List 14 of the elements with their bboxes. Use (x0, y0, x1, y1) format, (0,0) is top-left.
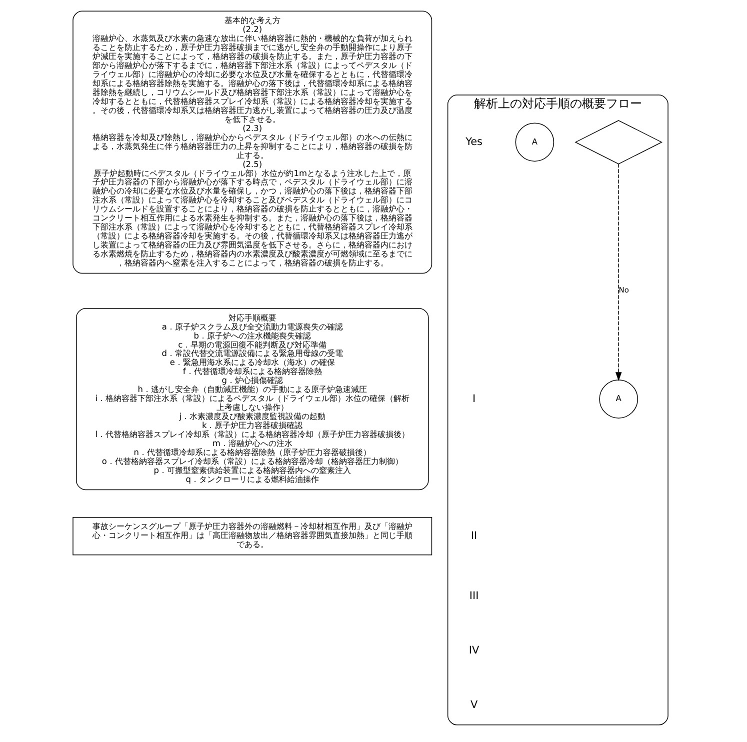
node-circle: A (515, 122, 554, 162)
label: III (469, 590, 479, 602)
label: II (470, 530, 478, 542)
edge-label: No (618, 286, 629, 295)
label: Yes (466, 136, 482, 148)
label: V (470, 699, 478, 712)
node-circle: A (599, 380, 638, 418)
node-box: 対応手順概要 a．原子炉スクラム及び全交流動力電源喪失の確認 b．原子炉への注水機能喪失確認 c．早期の電源回復不能判断及び対応準備 d．常設代替交流電源設備による緊急用母線の受電 e．緊急用海水系による冷却水（海水）の確保 f．代替循環冷却系による格納容器除熱 g．炉心損傷確認 h．逃がし安全弁（自動減圧機能）の手動による原子炉急速減圧 i．格納容器下部注水系（常設）によるペデスタル（ドライウェル部）水位の確保（解析上考慮しない操作） j．水素濃度及び酸素濃度監視設備の起動 k．原子炉圧力容器破損確認 l．代替格納容器スプレイ冷却系（常設）による格納容器冷却（原子炉圧力容器破損後） m．溶融炉心への注水 n．代替循環冷却系による格納容器除熱（原子炉圧力容器破損後） o．代替格納容器スプレイ冷却系（常設）による格納容器冷却（格納容器圧力制御） p．可搬型窒素供給装置による格納容器内への窒素注入 q．タンクローリによる燃料給油操作 (76, 308, 429, 490)
arrow (615, 164, 622, 382)
label: IV (468, 644, 480, 656)
label: I (472, 392, 476, 405)
node-diamond (574, 120, 662, 164)
node-box: 事故シーケンスグループ「原子炉圧力容器外の溶融燃料－冷却材相互作用」及び「溶融炉心・コンクリート相互作用」は「高圧溶融物放出／格納容器雰囲気直接加熱」と同じ手順である。 (72, 517, 432, 556)
node-box: 基本的な考え方 (2.2) 溶融炉心、水蒸気及び水素の急速な放出に伴い格納容器に熱的・機械的な負荷が加えられることを防止するため，原子炉圧力容器破損までに逃がし安全弁の手動開操作により原子炉減圧を実施することによって，格納容器の破損を防止する。また，原子炉圧力容器の下部から溶融炉心が落下するまでに，格納容器下部注水系（常設）によってペデスタル（ドライウェル部）に溶融炉心の冷却に必要な水位及び水量を確保するとともに，代替循環冷却系による格納容器除熱を実施する。溶融炉心の落下後は，代替循環冷却系による格納容器除熱を継続し，コリウムシールド及び格納容器下部注水系（常設）によって溶融炉心を冷却するとともに，代替格納容器スプレイ冷却系（常設）による格納容器冷却を実施する。その後，代替循環冷却系又は格納容器圧力逃がし装置によって格納容器の圧力及び温度を低下させる。 (2.3) 格納容器を冷却及び除熱し，溶融炉心からペデスタル（ドライウェル部）の水への伝熱による，水蒸気発生に伴う格納容器圧力の上昇を抑制することにより，格納容器の破損を防止する。 (2.5) 原子炉起動時にペデスタル（ドライウェル部）水位が約1mとなるよう注水した上で，原子炉圧力容器の下部から溶融炉心が落下する時点で，ペデスタル（ドライウェル部）に溶融炉心の冷却に必要な水位及び水量を確保し，かつ，溶融炉心の落下後は，格納容器下部注水系（常設）によって溶融炉心を冷却すること及びペデスタル（ドライウェル部）にコリウムシールドを設置することにより，格納容器の破損を防止するとともに，溶融炉心・コンクリート相互作用による水素発生を抑制する。また，溶融炉心の落下後は，格納容器下部注水系（常設）によって溶融炉心を冷却するとともに，代替格納容器スプレイ冷却系（常設）による格納容器冷却を実施する。その後，代替循環冷却系又は格納容器圧力逃がし装置によって格納容器の圧力及び雰囲気温度を低下させる。さらに，格納容器内における水素燃焼を防止するため，格納容器内の水素濃度及び酸素濃度が可燃領域に至るまでに，格納容器内へ窒素を注入することによって，格納容器の破損を防止する。 (72, 10, 432, 274)
